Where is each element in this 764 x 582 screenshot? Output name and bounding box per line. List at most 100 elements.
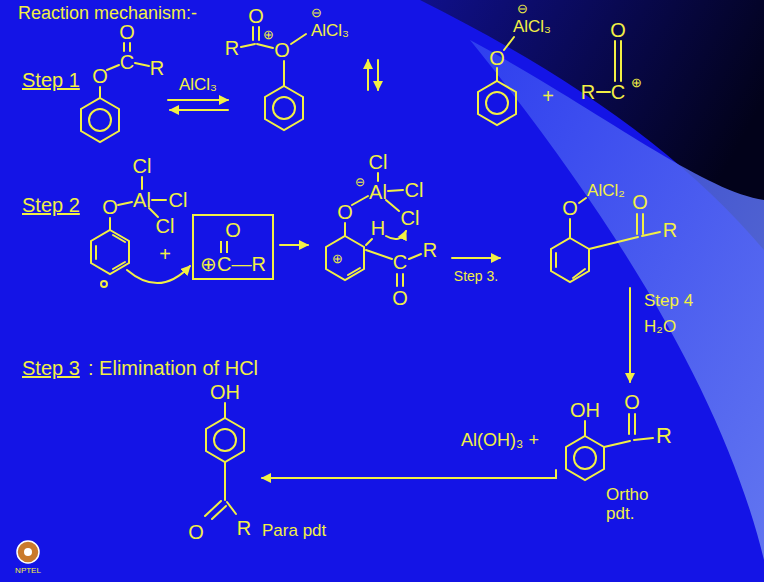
bond-lines-part: [569, 219, 571, 238]
bond-lines-part: [352, 196, 368, 205]
background-part: [470, 40, 764, 560]
reaction-arrows-part: [452, 257, 500, 259]
bond-lines-part: [113, 262, 125, 269]
reaction-arrows: [127, 60, 630, 478]
bond-lines-part: [486, 92, 508, 114]
bond-lines-part: [152, 199, 166, 201]
bond-lines-part: [283, 61, 285, 86]
bond-lines-part: [409, 254, 421, 259]
atom-label: O: [610, 20, 626, 40]
bond-lines-part: [388, 190, 403, 191]
note-label: : Elimination of HCl: [88, 358, 258, 378]
bond-lines-part: [551, 238, 589, 282]
reaction-arrows-part: [386, 231, 406, 239]
atom-label: O: [392, 288, 408, 308]
bond-lines-part: [141, 177, 143, 189]
bond-lines-part: [366, 239, 372, 245]
bond-lines-part: [101, 281, 107, 287]
bond-lines-part: [212, 506, 226, 519]
atom-label: C: [120, 52, 134, 72]
bond-lines-part: [620, 41, 622, 81]
bond-lines-part: [366, 250, 392, 259]
bond-lines-part: [224, 462, 226, 500]
atom-label: ⊖: [517, 2, 528, 15]
note-label: H₂O: [644, 318, 676, 335]
atom-label: ⊕: [631, 76, 642, 89]
atom-label: Al: [133, 190, 151, 210]
atom-label: ⊖: [355, 176, 365, 188]
reaction-arrows-part: [629, 288, 631, 382]
reaction-arrows-part: [262, 470, 556, 478]
atom-label: Cl: [156, 216, 175, 236]
atom-label: O: [92, 66, 108, 86]
atom-label: R: [423, 240, 437, 260]
atom-label: O: [188, 522, 204, 542]
bond-lines-part: [574, 447, 596, 469]
bond-lines-part: [227, 502, 236, 514]
atom-label: O: [248, 6, 264, 26]
atom-label: R: [150, 58, 164, 78]
bond-lines-part: [478, 81, 516, 125]
bond-lines-part: [589, 237, 638, 249]
bond-lines-part: [597, 91, 610, 93]
atom-label: OH: [210, 382, 240, 402]
atom-label: OH: [570, 400, 600, 420]
reaction-arrows-part: [367, 60, 369, 90]
bond-lines-part: [326, 236, 364, 280]
atom-label: Al: [369, 182, 387, 202]
atom-label: O: [225, 220, 241, 240]
bond-lines-part: [257, 44, 273, 48]
atom-label: AlCl₂: [587, 182, 625, 199]
reaction-arrows-part: [280, 244, 308, 246]
nptel-logo-part: [17, 541, 39, 563]
bond-lines-part: [573, 269, 585, 278]
nptel-logo: [17, 541, 39, 563]
atom-label: O: [489, 48, 505, 68]
bond-lines-part: [118, 202, 132, 205]
bond-lines-part: [113, 235, 125, 242]
atom-label: Cl: [401, 208, 420, 228]
bond-lines-part: [584, 421, 586, 436]
bond-lines-part: [135, 63, 149, 66]
atom-label: R: [581, 82, 595, 102]
note-label: Step 1: [22, 70, 80, 90]
atom-label: Cl: [369, 152, 388, 172]
double-bond: [226, 241, 228, 253]
bond-lines-part: [628, 414, 630, 434]
atom-label: ⊕C—R: [200, 254, 266, 274]
nptel-logo-part: [24, 548, 32, 556]
note-label: Step 2: [22, 195, 80, 215]
bond-lines-part: [95, 246, 97, 259]
reaction-arrows-part: [377, 60, 379, 90]
bond-lines-part: [123, 43, 125, 51]
bond-lines-part: [241, 44, 255, 47]
bond-lines-part: [273, 97, 295, 119]
bond-lines-part: [566, 436, 604, 480]
atom-label: AlCl₃: [513, 18, 551, 35]
note-label: Step 3: [22, 358, 80, 378]
bond-lines-part: [642, 232, 660, 236]
bond-lines-part: [258, 27, 260, 40]
bond-lines-part: [265, 86, 303, 130]
atom-label: ⊕: [263, 28, 274, 41]
bond-lines-part: [224, 403, 226, 418]
bond-lines-part: [107, 65, 119, 70]
bond-lines-part: [129, 43, 131, 51]
bond-lines-part: [252, 27, 254, 40]
boxed-acylium: O ⊕C—R: [192, 214, 274, 280]
reaction-arrows-part: [168, 99, 228, 101]
slide-title: Reaction mechanism:-: [18, 4, 197, 22]
atom-label: ⊖: [311, 6, 322, 19]
bond-lines-part: [206, 418, 244, 462]
bond-lines: [81, 27, 660, 519]
bond-lines-part: [377, 173, 379, 181]
double-bond: [217, 240, 231, 254]
reaction-arrows-part: [170, 109, 228, 111]
bond-lines-part: [634, 438, 653, 440]
note-label: Para pdt: [262, 522, 326, 539]
atom-label: O: [102, 197, 118, 217]
atom-label: +: [159, 244, 171, 264]
